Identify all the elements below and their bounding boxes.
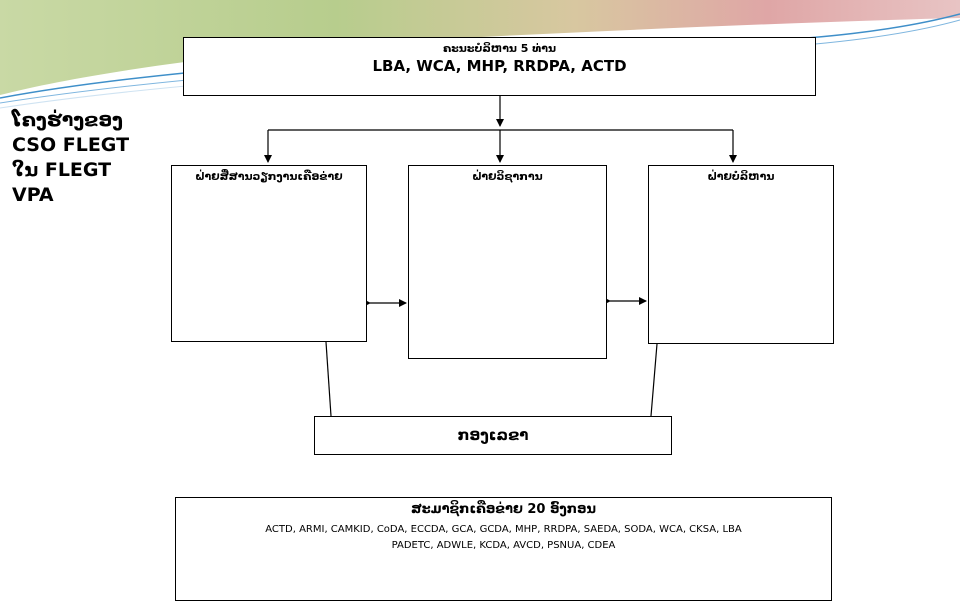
slide-title-line: VPA [12, 184, 54, 206]
network-box: ສະມາຊິກເຄືອຂ່າຍ 20 ອົງກອນ ACTD, ARMI, CA… [175, 497, 832, 601]
admin-title: ຝ່າຍບໍລິຫານ [707, 170, 775, 183]
admin-box: ຝ່າຍບໍລິຫານ [648, 165, 834, 344]
coordination-box: ຝ່າຍສື່ສານວຽກງານເຄືອຂ່າຍ [171, 165, 367, 342]
admin-to-secretariat [650, 343, 658, 417]
board-title: ຄະນະບໍລິຫານ 5 ທ່ານ [442, 42, 557, 55]
secretariat-label: ກອງເລຂາ [457, 426, 529, 444]
board-box: ຄະນະບໍລິຫານ 5 ທ່ານ LBA, WCA, MHP, RRDPA,… [183, 37, 816, 96]
board-members: LBA, WCA, MHP, RRDPA, ACTD [372, 57, 627, 75]
slide-title-line: ໂຄງຮ່າງຂອງ [12, 109, 123, 131]
technical-title: ຝ່າຍວິຊາການ [472, 170, 543, 183]
network-members-line: PADETC, ADWLE, KCDA, AVCD, PSNUA, CDEA [391, 540, 616, 551]
network-title: ສະມາຊິກເຄືອຂ່າຍ 20 ອົງກອນ [411, 502, 596, 517]
slide-title-line: ໃນ FLEGT [12, 159, 112, 181]
slide-title-line: CSO FLEGT [12, 134, 130, 156]
network-members-line: ACTD, ARMI, CAMKID, CoDA, ECCDA, GCA, GC… [265, 524, 742, 535]
coordination-to-secretariat [325, 341, 332, 417]
technical-box: ຝ່າຍວິຊາການ [408, 165, 607, 359]
slide-title: ໂຄງຮ່າງຂອງ CSO FLEGT ໃນ FLEGT VPA [12, 108, 129, 208]
coordination-title: ຝ່າຍສື່ສານວຽກງານເຄືອຂ່າຍ [195, 170, 343, 183]
secretariat-box: ກອງເລຂາ [314, 416, 672, 455]
